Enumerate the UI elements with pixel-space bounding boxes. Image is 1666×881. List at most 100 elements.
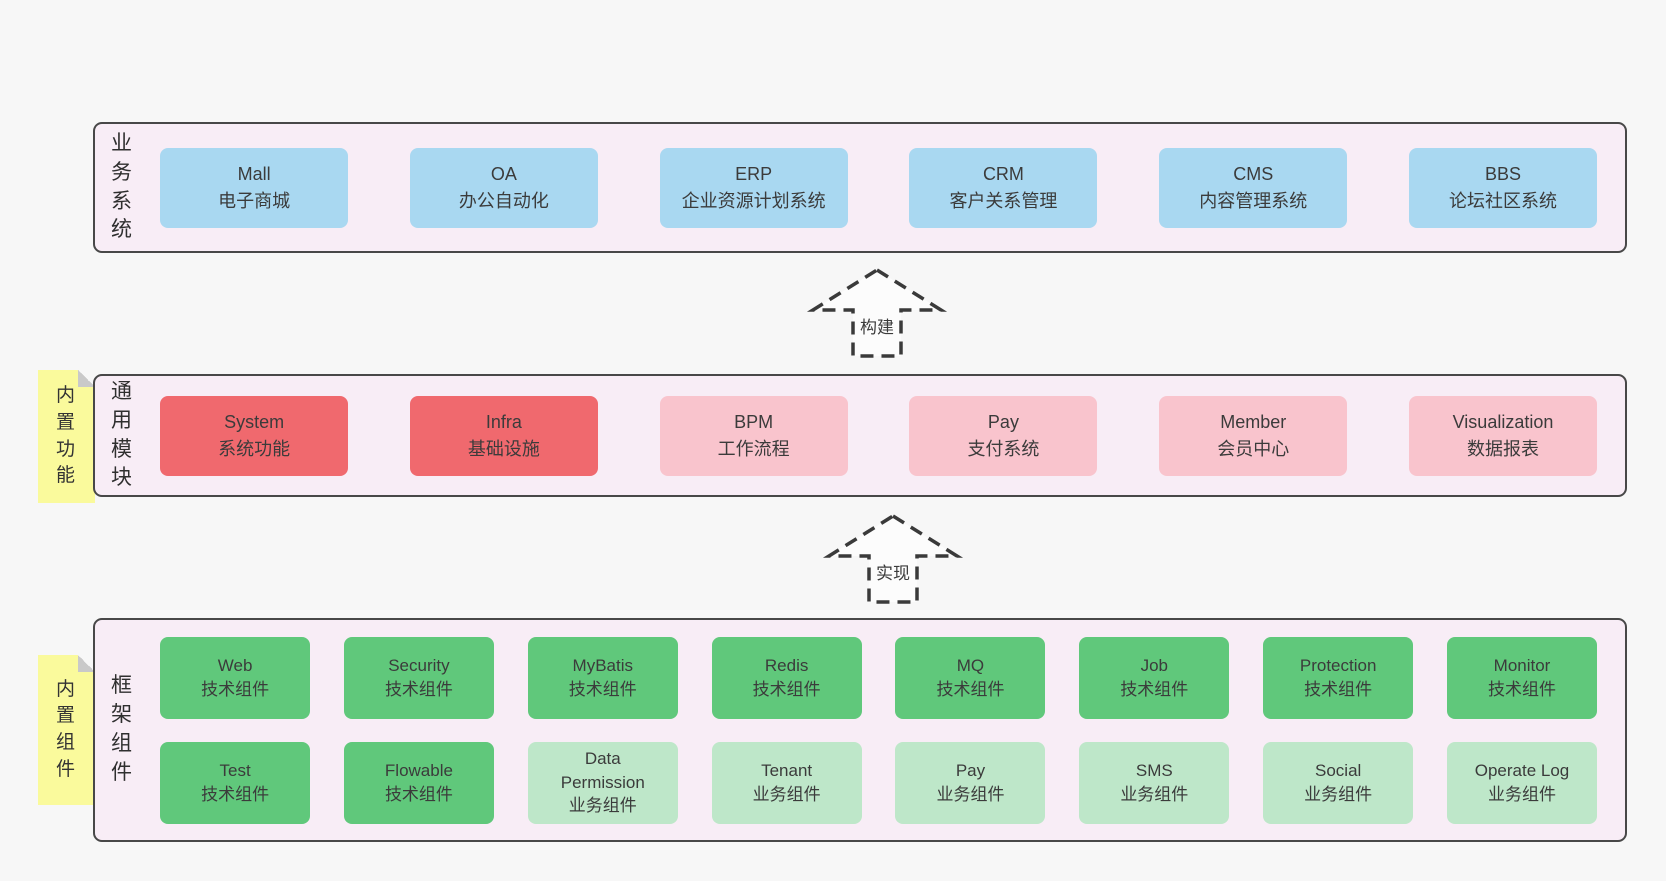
box-title: Mall <box>237 164 271 185</box>
box-title: MyBatis <box>572 655 634 675</box>
box-title: Web <box>217 655 253 675</box>
box-bpm: BPM 工作流程 <box>659 395 848 476</box>
box-title: BPM <box>734 412 774 433</box>
box-subtitle: 客户关系管理 <box>949 190 1058 211</box>
box-subtitle: 业务组件 <box>752 784 821 804</box>
layer-framework-components: 框架组件 Web 技术组件 Security 技术组件 MyBatis 技术组件… <box>93 618 1627 842</box>
box-subtitle: 业务组件 <box>1304 784 1373 804</box>
box-data-permission: Data Permission 业务组件 <box>527 741 678 824</box>
box-subtitle: 论坛社区系统 <box>1449 190 1557 211</box>
box-title: Infra <box>485 412 522 433</box>
box-operate-log: Operate Log 业务组件 <box>1447 741 1597 824</box>
box-mall: Mall 电子商城 <box>160 147 349 228</box>
box-mq: MQ 技术组件 <box>895 636 1046 719</box>
box-subtitle: 技术组件 <box>1120 679 1189 699</box>
arrow-implement: 实现 <box>818 512 968 606</box>
box-flowable: Flowable 技术组件 <box>343 741 494 824</box>
box-title: Visualization <box>1452 412 1554 433</box>
box-title: SMS <box>1135 760 1173 780</box>
box-title: Protection <box>1299 655 1377 675</box>
business-systems-row: Mall 电子商城 OA 办公自动化 ERP 企业资源计划系统 CRM 客户关系… <box>160 147 1597 228</box>
box-pay-component: Pay 业务组件 <box>895 741 1046 824</box>
box-tenant: Tenant 业务组件 <box>711 741 862 824</box>
framework-components-row-2: Test 技术组件 Flowable 技术组件 Data Permission … <box>160 741 1597 824</box>
box-subtitle: 数据报表 <box>1467 438 1539 459</box>
box-subtitle: 系统功能 <box>218 438 291 459</box>
sticky-tab-label: 内置组件 <box>56 678 76 780</box>
box-title: OA <box>490 164 517 185</box>
box-bbs: BBS 论坛社区系统 <box>1409 147 1597 228</box>
box-visualization: Visualization 数据报表 <box>1409 395 1597 476</box>
box-title: CRM <box>982 164 1024 185</box>
box-social: Social 业务组件 <box>1263 741 1414 824</box>
box-title: BBS <box>1484 164 1522 185</box>
box-title: ERP <box>735 164 773 185</box>
box-sms: SMS 业务组件 <box>1079 741 1230 824</box>
box-monitor: Monitor 技术组件 <box>1447 636 1597 719</box>
box-subtitle: 业务组件 <box>1488 784 1556 804</box>
sticky-tab-built-in-features: 内置功能 <box>38 370 95 503</box>
box-oa: OA 办公自动化 <box>409 147 598 228</box>
layer-business-systems: 业务系统 Mall 电子商城 OA 办公自动化 ERP 企业资源计划系统 CRM… <box>93 122 1627 253</box>
layer-label-common-modules: 通用模块 <box>111 379 132 490</box>
box-subtitle: 办公自动化 <box>458 190 549 211</box>
arrow-implement-label: 实现 <box>872 558 914 585</box>
arrow-build-label: 构建 <box>856 312 898 339</box>
layer-common-modules: 通用模块 System 系统功能 Infra 基础设施 BPM 工作流程 Pay… <box>93 374 1627 497</box>
box-title: Monitor <box>1493 655 1551 675</box>
box-infra: Infra 基础设施 <box>409 395 598 476</box>
box-member: Member 会员中心 <box>1159 395 1348 476</box>
box-subtitle: 电子商城 <box>218 190 291 211</box>
box-protection: Protection 技术组件 <box>1263 636 1414 719</box>
box-subtitle: 技术组件 <box>384 784 453 804</box>
box-subtitle: 企业资源计划系统 <box>681 190 826 211</box>
box-title: Data Permission <box>560 748 645 792</box>
box-title: Test <box>219 760 251 780</box>
box-title: Tenant <box>761 760 813 780</box>
box-mybatis: MyBatis 技术组件 <box>527 636 678 719</box>
box-title: Security <box>388 655 450 675</box>
box-title: Pay <box>955 760 986 780</box>
box-title: Flowable <box>384 760 453 780</box>
layer-label-business-systems: 业务系统 <box>111 131 132 242</box>
box-subtitle: 基础设施 <box>467 438 540 459</box>
box-subtitle: 内容管理系统 <box>1199 190 1308 211</box>
box-pay-module: Pay 支付系统 <box>909 395 1098 476</box>
box-title: Member <box>1220 412 1287 433</box>
box-erp: ERP 企业资源计划系统 <box>659 147 848 228</box>
box-subtitle: 技术组件 <box>201 679 270 699</box>
box-security: Security 技术组件 <box>343 636 494 719</box>
box-subtitle: 技术组件 <box>1304 679 1373 699</box>
box-title: System <box>224 412 285 433</box>
layer-label-framework-components: 框架组件 <box>111 674 132 784</box>
box-title: Social <box>1315 760 1362 780</box>
box-subtitle: 业务组件 <box>1120 784 1189 804</box>
box-crm: CRM 客户关系管理 <box>909 147 1098 228</box>
sticky-tab-label: 内置功能 <box>56 385 76 487</box>
box-subtitle: 业务组件 <box>936 784 1005 804</box>
box-subtitle: 技术组件 <box>1488 679 1556 699</box>
sticky-tab-built-in-components: 内置组件 <box>38 655 95 805</box>
framework-components-row-1: Web 技术组件 Security 技术组件 MyBatis 技术组件 Redi… <box>160 636 1597 719</box>
box-title: Operate Log <box>1474 760 1570 780</box>
box-test: Test 技术组件 <box>160 741 311 824</box>
box-subtitle: 工作流程 <box>717 438 790 459</box>
box-title: Redis <box>764 655 809 675</box>
box-subtitle: 技术组件 <box>568 679 637 699</box>
arrow-build: 构建 <box>802 266 952 360</box>
framework-components-rows: Web 技术组件 Security 技术组件 MyBatis 技术组件 Redi… <box>160 636 1597 824</box>
box-subtitle: 技术组件 <box>384 679 453 699</box>
box-subtitle: 会员中心 <box>1217 438 1290 459</box>
box-title: Pay <box>987 412 1019 433</box>
box-system: System 系统功能 <box>160 395 349 476</box>
box-subtitle: 技术组件 <box>936 679 1005 699</box>
box-title: Job <box>1140 655 1169 675</box>
box-web: Web 技术组件 <box>160 636 311 719</box>
box-cms: CMS 内容管理系统 <box>1159 147 1348 228</box>
box-subtitle: 技术组件 <box>201 784 270 804</box>
box-subtitle: 技术组件 <box>752 679 821 699</box>
box-subtitle: 支付系统 <box>967 438 1040 459</box>
box-job: Job 技术组件 <box>1079 636 1230 719</box>
box-title: MQ <box>956 655 985 675</box>
